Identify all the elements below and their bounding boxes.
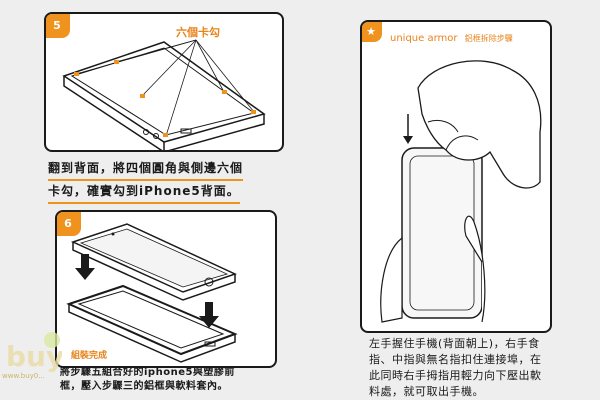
step6-panel: 6 組裝完成 [55, 210, 277, 368]
press-down-arrow-icon [75, 254, 95, 280]
hand-removal-illustration [380, 60, 542, 323]
press-down-arrow-icon [199, 302, 219, 328]
unique-armor-caption-line3: 此同時右手拇指用輕力向下壓出軟 [369, 369, 542, 382]
star-icon: ★ [362, 22, 382, 42]
step6-caption-line1: 將步驟五組合好的iphone5與塑膠前 [60, 367, 235, 378]
unique-armor-subtitle: 鋁框拆除步驟 [464, 34, 513, 43]
watermark-url: www.buy0... [2, 372, 45, 380]
step6-assembly-illustration [66, 223, 238, 363]
step6-caption-line2: 框，壓入步驟三的鋁框與軟料套內。 [60, 381, 228, 392]
step5-caption-line1: 翻到背面，將四個圓角與側邊六個 [48, 158, 244, 181]
step5-caption: 翻到背面，將四個圓角與側邊六個 卡勾，確實勾到iPhone5背面。 [48, 158, 244, 204]
step5-caption-line2: 卡勾，確實勾到iPhone5背面。 [48, 181, 240, 204]
step6-number-badge: 6 [57, 212, 81, 236]
step6-complete-label: 組裝完成 [71, 351, 108, 361]
step5-phone-back-illustration [62, 39, 266, 150]
step5-number-badge: 5 [46, 14, 70, 38]
step5-clips-label: 六個卡勾 [176, 26, 220, 39]
unique-armor-heading: unique armor 鋁框拆除步驟 [390, 33, 513, 44]
buy-watermark-logo: buy [6, 332, 62, 373]
unique-armor-caption-line1: 左手握住手機(背面朝上)，右手食 [369, 337, 540, 350]
unique-armor-caption: 左手握住手機(背面朝上)，右手食 指、中指與無名指扣住連接埠，在 此同時右手拇指… [369, 336, 555, 400]
unique-armor-title: unique armor [390, 33, 458, 44]
unique-armor-panel: ★ [360, 20, 552, 333]
unique-armor-caption-line2: 指、中指與無名指扣住連接埠，在 [369, 353, 542, 366]
step5-panel: 5 六個卡勾 [44, 12, 284, 152]
press-down-arrow-icon [403, 114, 413, 144]
unique-armor-caption-line4: 料處，就可取出手機。 [369, 385, 484, 398]
step6-caption: 將步驟五組合好的iphone5與塑膠前 框，壓入步驟三的鋁框與軟料套內。 [60, 366, 235, 394]
